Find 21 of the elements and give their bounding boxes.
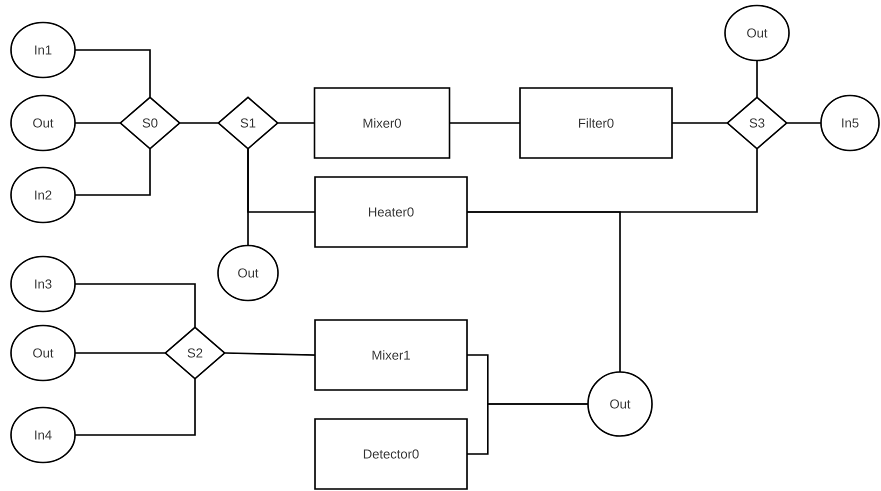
connector-line bbox=[180, 122, 218, 124]
connector-line bbox=[787, 122, 821, 124]
connector-line bbox=[75, 122, 120, 124]
connector-line bbox=[278, 122, 314, 124]
connector-line bbox=[225, 352, 315, 356]
connector-line bbox=[75, 379, 196, 436]
connector-line bbox=[75, 149, 151, 196]
connector-line bbox=[467, 211, 621, 372]
connector-line bbox=[75, 283, 196, 327]
connector-line bbox=[450, 122, 520, 124]
process-box: Mixer0 bbox=[314, 87, 450, 159]
connector-line bbox=[247, 149, 315, 213]
connector-line bbox=[75, 352, 165, 354]
connector-line bbox=[467, 403, 588, 455]
process-box: Detector0 bbox=[314, 418, 468, 490]
connector-line bbox=[756, 60, 758, 97]
process-box: Mixer1 bbox=[314, 319, 468, 391]
connector-line bbox=[672, 122, 727, 124]
process-box: Filter0 bbox=[519, 87, 673, 159]
process-box: Heater0 bbox=[314, 176, 468, 248]
connector-line bbox=[75, 49, 151, 97]
